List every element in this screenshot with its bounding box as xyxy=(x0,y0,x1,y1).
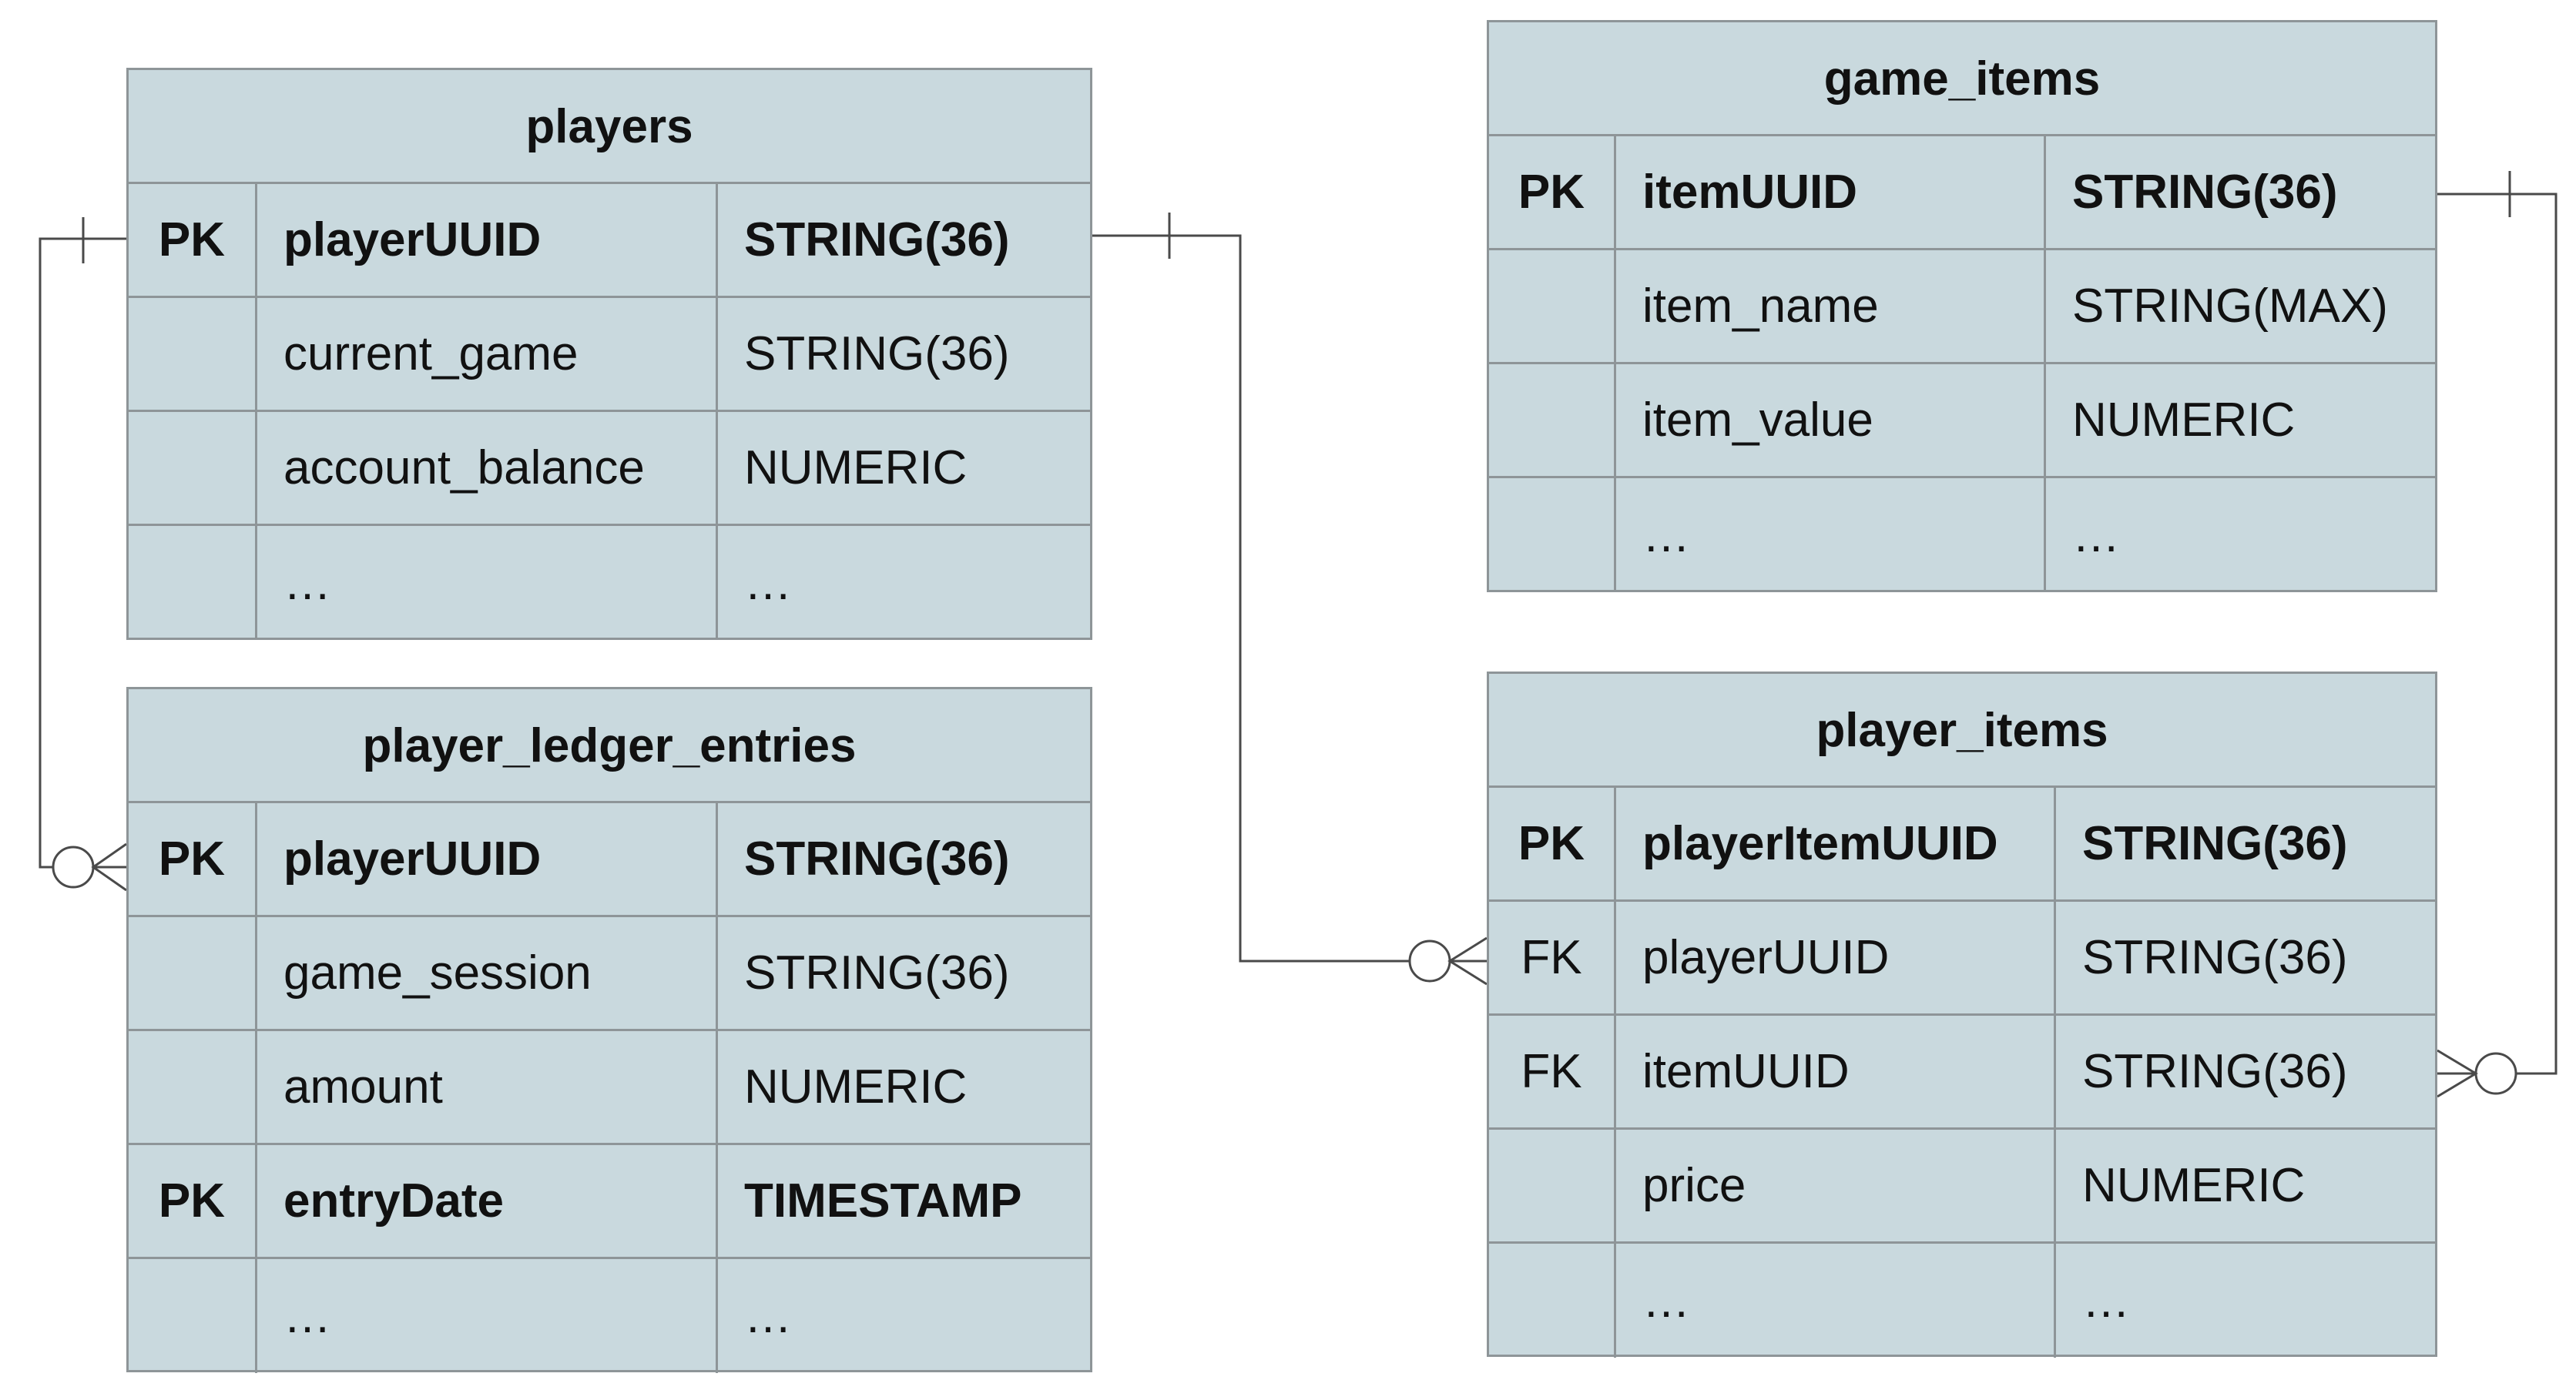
key-cell xyxy=(129,1031,255,1143)
column-type-cell: TIMESTAMP xyxy=(716,1145,1090,1257)
table-row[interactable]: … … xyxy=(1489,478,2435,592)
column-name-cell: … xyxy=(1614,1244,2054,1358)
table-title: players xyxy=(129,70,1090,184)
table-row[interactable]: PK itemUUID STRING(36) xyxy=(1489,136,2435,250)
zero-marker xyxy=(52,846,95,889)
relationship-players-to-player-ledger-entries xyxy=(39,217,127,892)
table-row[interactable]: item_name STRING(MAX) xyxy=(1489,250,2435,364)
table-row[interactable]: account_balance NUMERIC xyxy=(129,412,1090,526)
column-name-cell: current_game xyxy=(255,298,716,410)
table-players[interactable]: players PK playerUUID STRING(36) current… xyxy=(126,68,1092,640)
column-name-cell: … xyxy=(255,1259,716,1373)
column-name-cell: price xyxy=(1614,1130,2054,1241)
key-cell: PK xyxy=(1518,817,1585,870)
key-cell: FK xyxy=(1521,1045,1582,1098)
column-type-cell: NUMERIC xyxy=(2054,1130,2435,1241)
crow-foot-many xyxy=(2437,1049,2478,1098)
column-name-cell: item_value xyxy=(1614,364,2044,476)
table-row[interactable]: price NUMERIC xyxy=(1489,1130,2435,1244)
column-type-cell: NUMERIC xyxy=(716,412,1090,524)
table-row[interactable]: PK playerUUID STRING(36) xyxy=(129,803,1090,917)
table-row[interactable]: … … xyxy=(1489,1244,2435,1358)
key-cell: FK xyxy=(1521,931,1582,984)
key-cell xyxy=(129,526,255,640)
key-cell: PK xyxy=(158,832,226,886)
column-type-cell: STRING(36) xyxy=(2054,1016,2435,1127)
key-cell: PK xyxy=(1518,166,1585,219)
key-cell xyxy=(1489,1244,1614,1358)
table-row[interactable]: … … xyxy=(129,526,1090,640)
relationship-game-items-to-player-items xyxy=(2437,171,2558,1098)
column-type-cell: … xyxy=(2054,1244,2435,1358)
column-name-cell: account_balance xyxy=(255,412,716,524)
column-type-cell: STRING(36) xyxy=(716,917,1090,1029)
column-name-cell: entryDate xyxy=(255,1145,716,1257)
column-type-cell: STRING(MAX) xyxy=(2044,250,2435,362)
column-type-cell: STRING(36) xyxy=(716,803,1090,915)
table-game-items[interactable]: game_items PK itemUUID STRING(36) item_n… xyxy=(1487,20,2437,592)
column-type-cell: NUMERIC xyxy=(2044,364,2435,476)
key-cell xyxy=(1489,1130,1614,1241)
key-cell xyxy=(1489,364,1614,476)
relationship-players-to-player-items xyxy=(1092,213,1488,986)
column-type-cell: STRING(36) xyxy=(2054,788,2435,899)
crow-foot-many xyxy=(91,842,127,892)
key-cell xyxy=(129,1259,255,1373)
table-title: player_items xyxy=(1489,674,2435,788)
zero-marker xyxy=(2474,1052,2517,1095)
table-row[interactable]: PK playerUUID STRING(36) xyxy=(129,184,1090,298)
column-type-cell: STRING(36) xyxy=(716,184,1090,296)
column-name-cell: amount xyxy=(255,1031,716,1143)
key-cell xyxy=(1489,478,1614,592)
table-player-ledger-entries[interactable]: player_ledger_entries PK playerUUID STRI… xyxy=(126,687,1092,1373)
column-name-cell: item_name xyxy=(1614,250,2044,362)
key-cell xyxy=(129,917,255,1029)
table-row[interactable]: FK playerUUID STRING(36) xyxy=(1489,902,2435,1016)
table-row[interactable]: item_value NUMERIC xyxy=(1489,364,2435,478)
column-name-cell: … xyxy=(1614,478,2044,592)
column-type-cell: … xyxy=(716,526,1090,640)
column-name-cell: itemUUID xyxy=(1614,1016,2054,1127)
table-player-items[interactable]: player_items PK playerItemUUID STRING(36… xyxy=(1487,672,2437,1358)
column-type-cell: NUMERIC xyxy=(716,1031,1090,1143)
table-title: player_ledger_entries xyxy=(129,689,1090,803)
column-type-cell: STRING(36) xyxy=(2044,136,2435,248)
table-title: game_items xyxy=(1489,22,2435,136)
column-name-cell: playerUUID xyxy=(1614,902,2054,1013)
table-row[interactable]: FK itemUUID STRING(36) xyxy=(1489,1016,2435,1130)
table-row[interactable]: game_session STRING(36) xyxy=(129,917,1090,1031)
crow-foot-many xyxy=(1447,936,1488,986)
key-cell xyxy=(129,412,255,524)
table-row[interactable]: PK entryDate TIMESTAMP xyxy=(129,1145,1090,1259)
column-name-cell: itemUUID xyxy=(1614,136,2044,248)
zero-marker xyxy=(1408,940,1451,983)
table-row[interactable]: current_game STRING(36) xyxy=(129,298,1090,412)
table-row[interactable]: … … xyxy=(129,1259,1090,1373)
key-cell xyxy=(129,298,255,410)
column-type-cell: STRING(36) xyxy=(2054,902,2435,1013)
column-type-cell: STRING(36) xyxy=(716,298,1090,410)
table-row[interactable]: amount NUMERIC xyxy=(129,1031,1090,1145)
key-cell xyxy=(1489,250,1614,362)
column-name-cell: playerUUID xyxy=(255,184,716,296)
table-row[interactable]: PK playerItemUUID STRING(36) xyxy=(1489,788,2435,902)
column-name-cell: playerUUID xyxy=(255,803,716,915)
key-cell: PK xyxy=(158,213,226,266)
key-cell: PK xyxy=(158,1174,226,1228)
column-name-cell: game_session xyxy=(255,917,716,1029)
column-type-cell: … xyxy=(2044,478,2435,592)
column-name-cell: playerItemUUID xyxy=(1614,788,2054,899)
column-type-cell: … xyxy=(716,1259,1090,1373)
column-name-cell: … xyxy=(255,526,716,640)
